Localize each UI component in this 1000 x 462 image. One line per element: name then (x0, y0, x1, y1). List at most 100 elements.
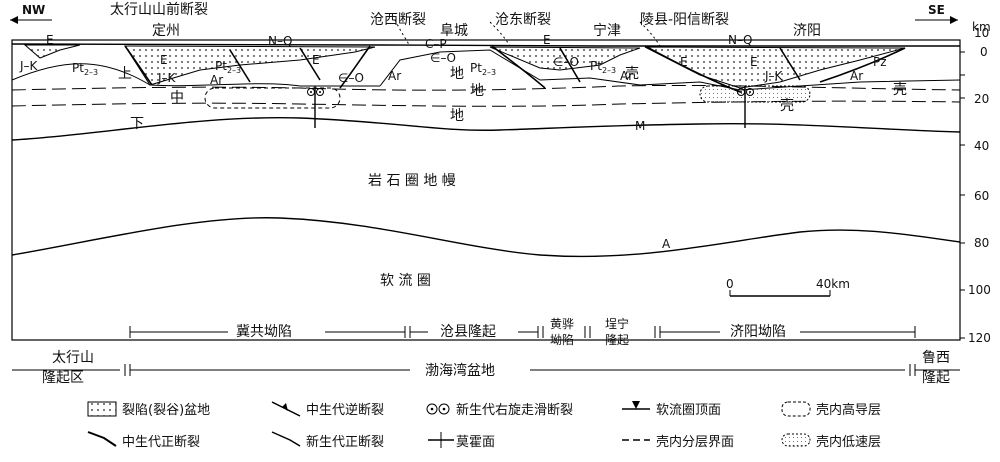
depth-unit: km (972, 20, 991, 34)
legend-symbol-low-velocity (781, 433, 811, 447)
svg-text:NW: NW (22, 3, 45, 17)
lab-label: A (662, 237, 671, 251)
stratum-eo-3: ∈–O (553, 55, 579, 69)
layer-upper: 上 (118, 66, 132, 82)
stratum-pz: Pz (873, 55, 887, 69)
layer-crust-di-1: 地 (450, 66, 464, 82)
depth-tick-3: 40 (974, 139, 989, 153)
legend-item-1: 中生代逆断裂 (306, 402, 384, 418)
layer-crust-ke-3: 壳 (893, 81, 907, 98)
asthenosphere-top-line (11, 217, 961, 258)
layer-crust-di-2: 地 (470, 83, 484, 99)
unit-chengning-1: 埕宁 (605, 316, 629, 331)
high-conductivity-layer (204, 87, 341, 109)
stratum-nq-2: N–Q (728, 33, 752, 47)
surface-line (11, 43, 961, 48)
regional-units-row (12, 364, 960, 376)
unit-huanghua-2: 坳陷 (550, 332, 574, 347)
fault-label-lingxian: 陵县-阳信断裂 (640, 12, 729, 28)
scale-bar: 0 40km (726, 277, 850, 297)
svg-text:40km: 40km (816, 277, 850, 291)
region-taihang-2: 隆起区 (42, 370, 84, 386)
legend-symbol-normal-mz (87, 431, 117, 447)
stratum-pt-2: Pt2–3 (215, 59, 241, 75)
stratum-e-4: E (543, 33, 551, 47)
legend-item-4: 壳内高导层 (816, 402, 881, 418)
legend-item-6: 新生代正断裂 (306, 434, 384, 450)
stratum-ar-2: Ar (388, 69, 401, 83)
depth-tick-2: 20 (974, 92, 989, 106)
stratum-pt-3: Pt2–3 (470, 61, 496, 77)
fault-trace-cangxi (394, 19, 411, 47)
depth-tick-4: 60 (974, 189, 989, 203)
depth-tick-1: 0 (980, 45, 988, 59)
place-fucheng: 阜城 (440, 22, 468, 39)
stratum-jk-3: J–K (764, 69, 784, 83)
orientation-se: SE (915, 3, 958, 24)
depth-tick-5: 80 (974, 236, 989, 250)
legend-symbol-reverse (271, 401, 301, 417)
legend-item-5: 中生代正断裂 (122, 435, 200, 450)
unit-huanghua-1: 黄骅 (550, 317, 574, 331)
unit-cangxian: 沧县隆起 (440, 323, 496, 340)
legend-symbol-lab (622, 401, 650, 410)
stratum-ar-3: Ar (620, 69, 633, 83)
stratum-eo-2: ∈–O (430, 51, 456, 65)
legend-item-8: 壳内分层界面 (656, 434, 734, 450)
unit-chengning-2: 隆起 (605, 332, 629, 347)
place-ningjin: 宁津 (593, 22, 621, 39)
rift-basin-2 (124, 45, 376, 86)
stratum-pt-4: Pt2–3 (590, 59, 616, 75)
basement-boundary-1 (11, 63, 380, 87)
fault-label-taihang: 太行山山前断裂 (110, 1, 208, 18)
stratum-e-5: E (680, 55, 688, 69)
svg-text:0: 0 (726, 277, 734, 291)
legend-symbol-normal-cz (271, 431, 301, 447)
stratum-cp: C–P (425, 37, 447, 51)
basement-boundary-2 (379, 49, 641, 87)
layer-crust-ke-2: 壳 (780, 97, 794, 114)
rift-basin-3 (489, 46, 641, 71)
legend-item-9: 壳内低速层 (816, 434, 881, 450)
place-jiyang: 济阳 (793, 23, 821, 39)
layer-crust-ke-1: 壳 (625, 65, 639, 82)
legend-item-3: 软流圈顶面 (656, 403, 721, 418)
stratum-e-3: E (312, 53, 320, 67)
region-taihang-1: 太行山 (52, 350, 94, 366)
rift-basin-1 (23, 44, 81, 59)
legend-symbol-strike-slip (426, 403, 450, 415)
layer-middle: 中 (170, 90, 184, 106)
legend-symbol-basin (87, 401, 117, 417)
moho-line (11, 117, 961, 141)
moho-label: M (635, 119, 645, 133)
stratum-e-2: E (160, 53, 168, 67)
region-bohai: 渤海湾盆地 (425, 362, 495, 379)
layer-lower: 下 (130, 116, 144, 132)
stratum-ar-1: Ar (210, 73, 223, 87)
stratum-e-1: E (46, 33, 54, 47)
legend: 裂陷(裂谷)盆地 中生代逆断裂 新生代右旋走滑断裂 软流圈顶面 壳内高导层 中生… (87, 401, 881, 450)
stratum-eo-1: ∈–O (338, 71, 364, 85)
unit-jigong: 冀共坳陷 (236, 324, 292, 340)
stratum-jk-2: J–K (157, 71, 177, 85)
stratum-jk-1: J–K (19, 59, 39, 73)
stratum-nq-1: N–Q (268, 34, 292, 48)
legend-symbol-high-conductivity (781, 401, 811, 417)
asthenosphere-label: 软 流 圈 (380, 273, 431, 289)
legend-symbol-moho (428, 432, 454, 448)
stratum-pt-1: Pt2–3 (72, 61, 98, 77)
legend-item-7: 莫霍面 (456, 435, 495, 450)
mantle-label: 岩 石 圈 地 幔 (368, 173, 456, 189)
strike-slip-fault-1 (307, 86, 324, 128)
fault-label-cangxi: 沧西断裂 (370, 11, 426, 28)
stratum-e-6: E (750, 55, 758, 69)
stratum-ar-4: Ar (850, 69, 863, 83)
fault-label-cangdong: 沧东断裂 (495, 11, 551, 28)
depth-tick-7: 120 (968, 331, 991, 345)
layer-crust-di-3: 地 (450, 108, 464, 124)
unit-jiyang: 济阳坳陷 (730, 324, 786, 340)
orientation-nw: NW (10, 3, 52, 24)
depth-tick-6: 100 (968, 283, 991, 297)
region-luxi-2: 隆起 (922, 370, 950, 386)
